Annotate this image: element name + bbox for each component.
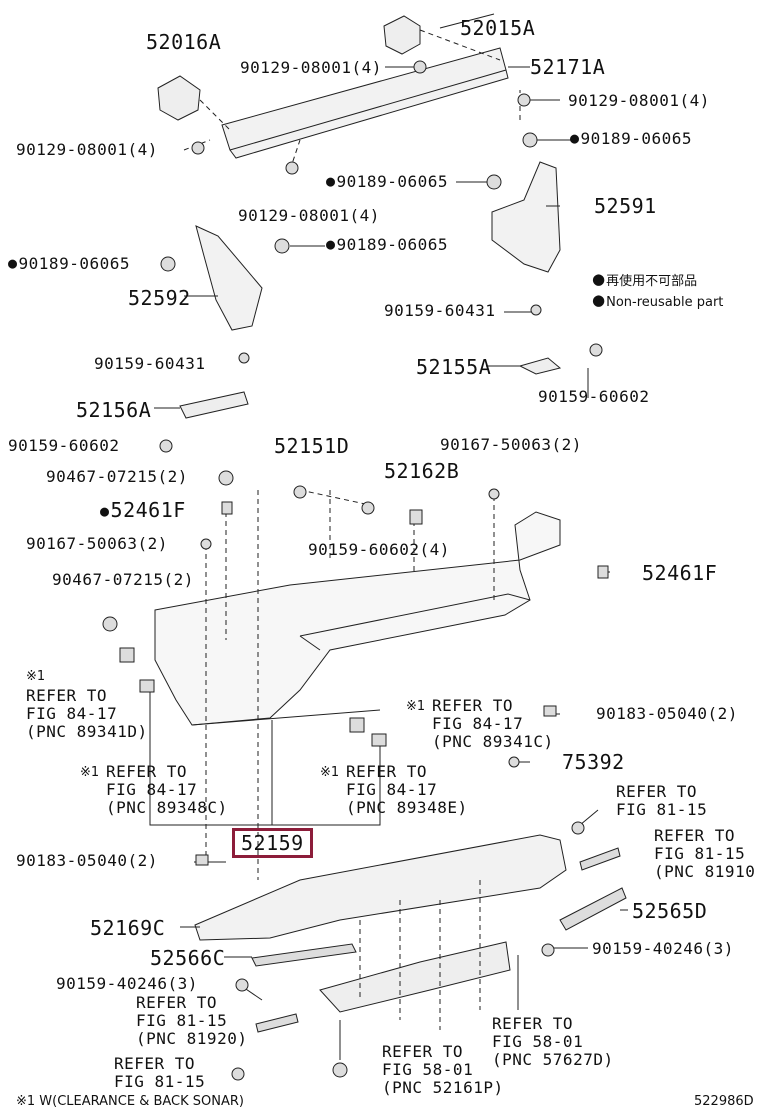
label-90167-top[interactable]: 90167-50063(2) bbox=[440, 435, 582, 454]
label-90159-40246-right[interactable]: 90159-40246(3) bbox=[592, 939, 734, 958]
label-90159-60431-left[interactable]: 90159-60431 bbox=[94, 354, 206, 373]
label-90189-mid[interactable]: 90189-06065 bbox=[326, 174, 448, 190]
refer-a-line3[interactable]: (PNC 89341D) bbox=[26, 722, 148, 741]
side-support-left-shape bbox=[195, 225, 263, 331]
bracket-52155A-shape bbox=[518, 357, 562, 375]
label-90159-60431-right[interactable]: 90159-60431 bbox=[384, 301, 496, 320]
refer-g-line2[interactable]: FIG 81-15 bbox=[136, 1011, 228, 1030]
refer-c-line1[interactable]: REFER TO bbox=[106, 762, 188, 781]
reflector-52565D-shape bbox=[559, 887, 627, 931]
footer-note: ※1 W(CLEARANCE & BACK SONAR) bbox=[16, 1094, 244, 1109]
illustration-code: 522986D bbox=[694, 1094, 754, 1109]
label-52169C[interactable]: 52169C bbox=[90, 916, 166, 940]
label-90189-center[interactable]: 90189-06065 bbox=[326, 237, 448, 253]
refer-j-line3[interactable]: (PNC 52161P) bbox=[382, 1078, 504, 1097]
refer-a-line2[interactable]: FIG 84-17 bbox=[26, 704, 118, 723]
refer-i-line2[interactable]: FIG 81-15 bbox=[114, 1072, 206, 1091]
refer-d-line1[interactable]: REFER TO bbox=[346, 762, 428, 781]
legend-jp: 再使用不可部品 bbox=[592, 272, 697, 288]
label-52159-highlight[interactable]: 52159 bbox=[232, 828, 313, 858]
label-52566C[interactable]: 52566C bbox=[150, 946, 226, 970]
label-90467-left[interactable]: 90467-07215(2) bbox=[52, 570, 194, 589]
refer-g-line3[interactable]: (PNC 81920) bbox=[136, 1029, 248, 1048]
label-90129-top[interactable]: 90129-08001(4) bbox=[240, 58, 382, 77]
refer-f-line2[interactable]: FIG 81-15 bbox=[654, 844, 746, 863]
refer-b-line1[interactable]: REFER TO bbox=[432, 696, 514, 715]
refer-c-line2[interactable]: FIG 84-17 bbox=[106, 780, 198, 799]
refer-d-line3[interactable]: (PNC 89348E) bbox=[346, 798, 468, 817]
label-90183-left[interactable]: 90183-05040(2) bbox=[16, 851, 158, 870]
label-75392[interactable]: 75392 bbox=[562, 750, 625, 774]
refer-i-line1[interactable]: REFER TO bbox=[114, 1054, 196, 1073]
label-52016A[interactable]: 52016A bbox=[146, 30, 222, 54]
label-52015A[interactable]: 52015A bbox=[460, 16, 536, 40]
mark-note-d: ※1 bbox=[320, 765, 340, 780]
label-90129-mid[interactable]: 90129-08001(4) bbox=[238, 206, 380, 225]
mark-note-a: ※1 bbox=[26, 669, 46, 684]
lower-pad-shape bbox=[319, 941, 511, 1013]
reflector-52566C-shape bbox=[251, 943, 357, 967]
legend-en: Non-reusable part bbox=[592, 293, 723, 309]
refer-c-line3[interactable]: (PNC 89348C) bbox=[106, 798, 228, 817]
label-90467-top[interactable]: 90467-07215(2) bbox=[46, 467, 188, 486]
label-90159-60602-right[interactable]: 90159-60602 bbox=[538, 387, 650, 406]
label-52592[interactable]: 52592 bbox=[128, 286, 191, 310]
label-52162B[interactable]: 52162B bbox=[384, 459, 460, 483]
lower-cover-shape bbox=[194, 834, 567, 941]
label-90129-right[interactable]: 90129-08001(4) bbox=[568, 91, 710, 110]
refer-j-line2[interactable]: FIG 58-01 bbox=[382, 1060, 474, 1079]
label-90189-left[interactable]: 90189-06065 bbox=[8, 256, 130, 272]
refer-d-line2[interactable]: FIG 84-17 bbox=[346, 780, 438, 799]
label-90159-60602-left[interactable]: 90159-60602 bbox=[8, 436, 120, 455]
refer-e-line2[interactable]: FIG 81-15 bbox=[616, 800, 708, 819]
bumper-reinforcement-shape bbox=[221, 47, 509, 159]
refer-a-line1[interactable]: REFER TO bbox=[26, 686, 108, 705]
refer-h-line1[interactable]: REFER TO bbox=[492, 1014, 574, 1033]
label-52461F-right[interactable]: 52461F bbox=[642, 561, 718, 585]
label-90167-left[interactable]: 90167-50063(2) bbox=[26, 534, 168, 553]
refer-f-line1[interactable]: REFER TO bbox=[654, 826, 736, 845]
label-52171A[interactable]: 52171A bbox=[530, 55, 606, 79]
retainer-right-shape bbox=[383, 15, 421, 55]
retainer-left-shape bbox=[157, 75, 201, 121]
label-52591[interactable]: 52591 bbox=[594, 194, 657, 218]
side-support-right-shape bbox=[491, 161, 561, 273]
label-90189-right[interactable]: 90189-06065 bbox=[570, 131, 692, 147]
label-52565D[interactable]: 52565D bbox=[632, 899, 708, 923]
refer-b-line3[interactable]: (PNC 89341C) bbox=[432, 732, 554, 751]
bracket-52156A-shape bbox=[179, 391, 249, 419]
label-52156A[interactable]: 52156A bbox=[76, 398, 152, 422]
label-90159-60602-4[interactable]: 90159-60602(4) bbox=[308, 540, 450, 559]
label-90129-left[interactable]: 90129-08001(4) bbox=[16, 140, 158, 159]
label-90183-right[interactable]: 90183-05040(2) bbox=[596, 704, 738, 723]
label-90159-40246-left[interactable]: 90159-40246(3) bbox=[56, 974, 198, 993]
label-52151D[interactable]: 52151D bbox=[274, 434, 350, 458]
refer-e-line1[interactable]: REFER TO bbox=[616, 782, 698, 801]
refer-g-line1[interactable]: REFER TO bbox=[136, 993, 218, 1012]
refer-h-line2[interactable]: FIG 58-01 bbox=[492, 1032, 584, 1051]
mark-note-c: ※1 bbox=[80, 765, 100, 780]
refer-j-line1[interactable]: REFER TO bbox=[382, 1042, 464, 1061]
label-52461F-left[interactable]: 52461F bbox=[100, 500, 186, 520]
refer-f-line3[interactable]: (PNC 81910 bbox=[654, 862, 756, 881]
refer-b-line2[interactable]: FIG 84-17 bbox=[432, 714, 524, 733]
label-52155A[interactable]: 52155A bbox=[416, 355, 492, 379]
mark-note-b: ※1 bbox=[406, 699, 426, 714]
refer-h-line3[interactable]: (PNC 57627D) bbox=[492, 1050, 614, 1069]
